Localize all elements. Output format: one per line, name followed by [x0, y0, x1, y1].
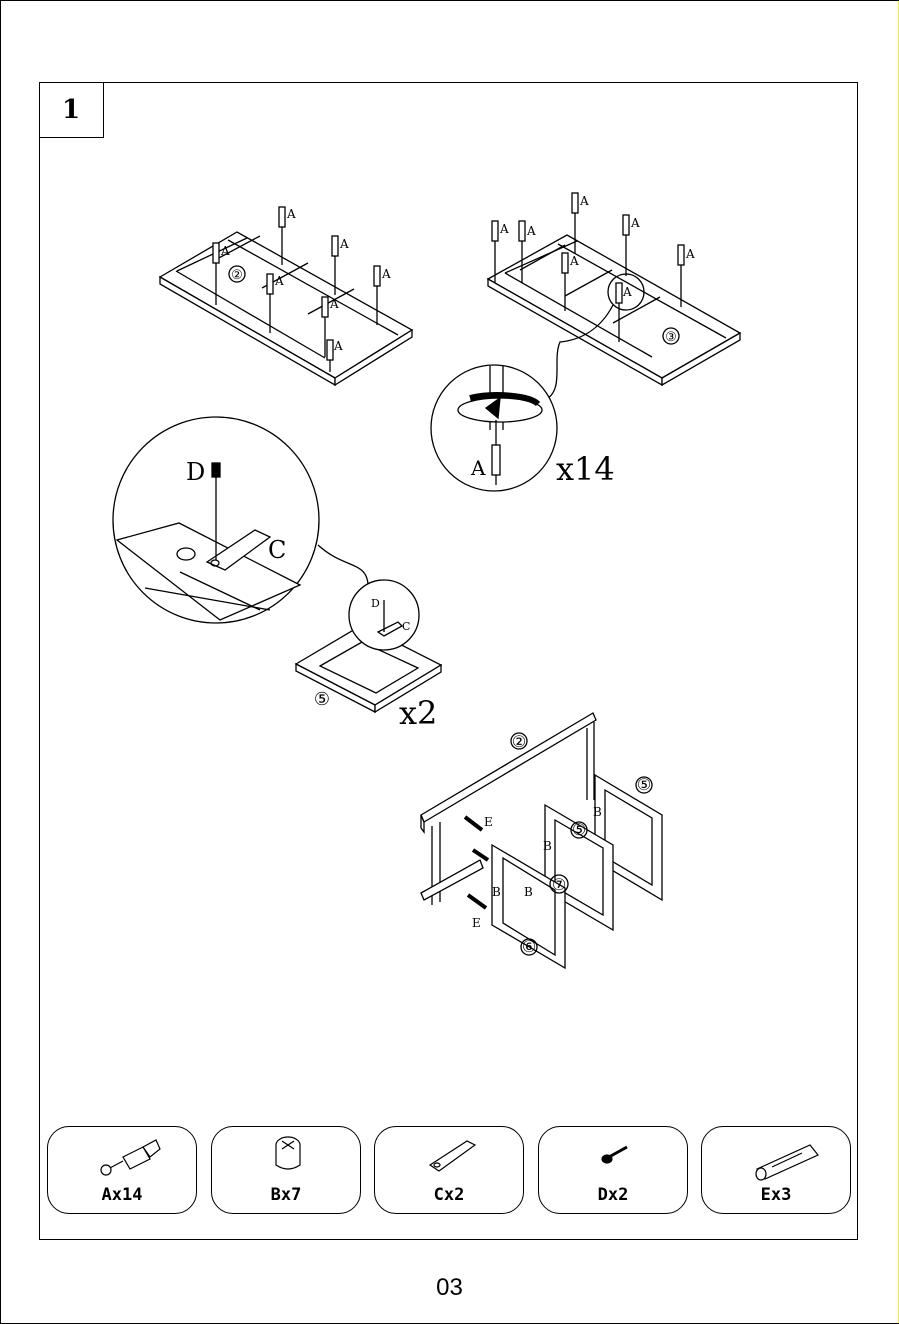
label-A: A — [339, 237, 349, 251]
label-E: E — [472, 916, 481, 930]
label-E: E — [484, 815, 493, 829]
label-D-small: D — [371, 597, 380, 610]
label-A: A — [220, 244, 230, 258]
frame-3-drawing — [488, 193, 740, 400]
hardware-label-E: Ex3 — [702, 1185, 850, 1205]
label-B: B — [543, 839, 552, 853]
label-A: A — [685, 247, 695, 261]
hardware-label-A: Ax14 — [48, 1185, 196, 1205]
assembly-drawing — [421, 713, 662, 968]
label-A: A — [579, 194, 589, 208]
screw-icon — [539, 1127, 689, 1187]
hardware-label-D: Dx2 — [539, 1185, 687, 1205]
hardware-item-A: Ax14 — [47, 1126, 197, 1214]
label-A: A — [499, 222, 509, 236]
part-label-2: ② — [231, 268, 243, 283]
hardware-label-C: Cx2 — [375, 1185, 523, 1205]
label-D-zoom: D — [186, 458, 205, 486]
frame-2-drawing — [160, 207, 412, 385]
label-A: A — [526, 224, 536, 238]
label-A: A — [286, 207, 296, 221]
hardware-label-B: Bx7 — [212, 1185, 360, 1205]
quantity-x2: x2 — [399, 694, 437, 732]
label-A: A — [381, 267, 391, 281]
hardware-item-C: Cx2 — [374, 1126, 524, 1214]
label-A: A — [274, 274, 284, 288]
hardware-item-D: Dx2 — [538, 1126, 688, 1214]
cam-lock-icon — [212, 1127, 362, 1187]
zoom-detail-DC — [113, 417, 368, 623]
label-A: A — [630, 216, 640, 230]
part-label-7: ⑦ — [552, 875, 566, 894]
part-label-5: ⑤ — [572, 820, 586, 839]
cam-bolt-icon — [48, 1127, 198, 1187]
label-C-zoom: C — [268, 536, 286, 564]
part-label-6: ⑥ — [522, 937, 536, 956]
part-label-2: ② — [512, 732, 526, 751]
label-A: A — [333, 339, 343, 353]
hardware-item-E: Ex3 — [701, 1126, 851, 1214]
part-label-3: ③ — [665, 330, 677, 345]
label-A: A — [329, 297, 339, 311]
label-A-zoom: A — [470, 456, 486, 480]
label-B: B — [492, 885, 501, 899]
hardware-item-B: Bx7 — [211, 1126, 361, 1214]
dowel-icon — [702, 1127, 852, 1187]
part-label-5: ⑤ — [314, 689, 330, 710]
label-B: B — [593, 805, 602, 819]
zoom-detail-A — [431, 365, 557, 491]
part-label-5: ⑤ — [637, 775, 651, 794]
label-C-small: C — [402, 620, 410, 633]
bracket-icon — [375, 1127, 525, 1187]
label-A: A — [569, 254, 579, 268]
label-A: A — [622, 285, 632, 299]
page-number: 03 — [0, 1274, 899, 1302]
label-B: B — [524, 885, 533, 899]
quantity-x14: x14 — [556, 450, 615, 488]
